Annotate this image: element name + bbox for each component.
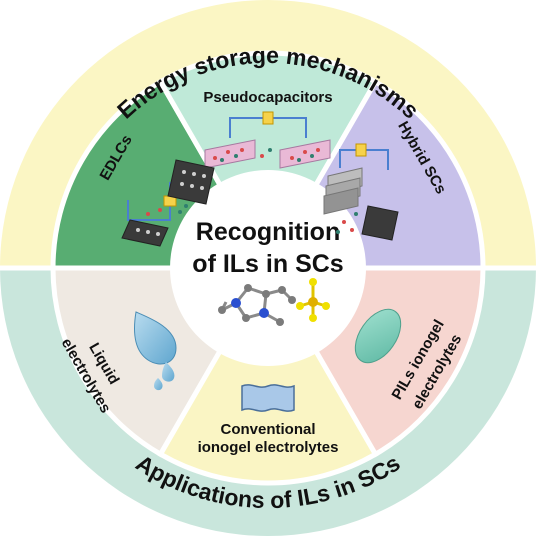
sector-conventional — [157, 262, 379, 486]
ionic-liquid-molecule-icon — [218, 278, 330, 326]
liquid-droplet-icon — [134, 311, 177, 391]
pseudocapacitors-label: Pseudocapacitors — [203, 89, 332, 106]
center-title-line2: of ILs in SCs — [192, 250, 343, 278]
pils-ionogel-film-icon — [354, 308, 402, 364]
conventional-ionogel-label-line1: Conventional — [220, 421, 315, 438]
edlc-capacitor-icon — [121, 159, 215, 247]
ionogel-film-icon — [241, 384, 295, 412]
sector-pseudocapacitors — [157, 50, 379, 274]
center-title-line1: Recognition — [196, 218, 340, 246]
pseudocapacitor-circuit-icon — [204, 111, 331, 169]
center-circle — [170, 170, 366, 366]
conventional-ionogel-label-line2: ionogel electrolytes — [198, 439, 339, 456]
hybrid-capacitor-icon — [323, 143, 399, 241]
